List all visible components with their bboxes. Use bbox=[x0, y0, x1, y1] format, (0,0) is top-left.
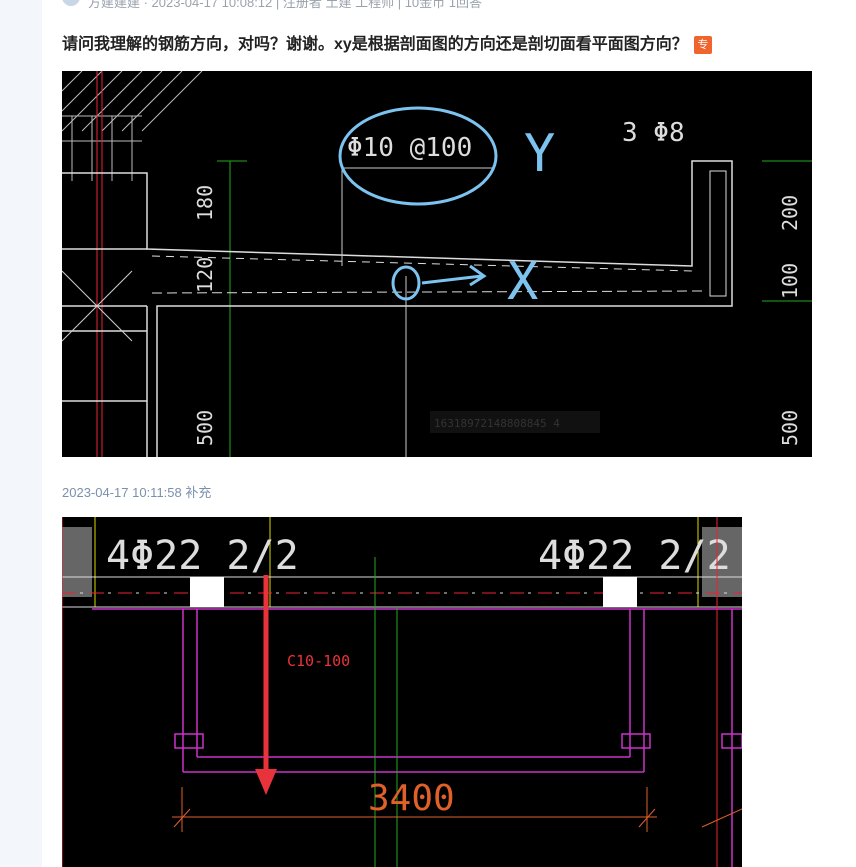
cad-drawing-2: 4Φ22 2/2 4Φ22 2/2 3400 bbox=[62, 517, 742, 867]
column-right bbox=[702, 527, 742, 597]
bars-left-label: 4Φ22 2/2 bbox=[106, 533, 299, 579]
dimension-line bbox=[172, 787, 742, 832]
supplement-timestamp: 2023-04-17 10:11:58 bbox=[62, 485, 182, 500]
bars-right-label: 4Φ22 2/2 bbox=[538, 533, 731, 579]
spacing-annotation: C10-100 bbox=[287, 652, 350, 670]
dim-500-right: 500 bbox=[778, 410, 802, 446]
magenta-frame bbox=[92, 608, 742, 867]
column-left bbox=[62, 527, 92, 597]
x-axis-label: X bbox=[507, 252, 538, 312]
cad-image-section[interactable]: 16318972148808845 4 180 120 500 200 100 … bbox=[61, 70, 812, 457]
spacing-label: Φ10 @100 bbox=[347, 133, 472, 163]
top-bar-label: 3 Φ8 bbox=[622, 118, 685, 148]
dim-120: 120 bbox=[193, 257, 217, 293]
arrow-icon bbox=[421, 264, 487, 287]
hatch-area bbox=[61, 70, 203, 181]
supplement-label: 补充 bbox=[185, 485, 212, 500]
cad-drawing-1: 16318972148808845 4 180 120 500 200 100 … bbox=[61, 70, 812, 457]
annotation-small-circle bbox=[391, 265, 421, 301]
dim-200: 200 bbox=[778, 195, 802, 231]
opening-right bbox=[603, 577, 637, 607]
annotation-circle bbox=[338, 106, 498, 206]
avatar[interactable] bbox=[62, 0, 80, 6]
watermark-text: 16318972148808845 4 bbox=[434, 417, 560, 430]
y-axis-label: Y bbox=[524, 124, 555, 184]
opening-left bbox=[190, 577, 224, 607]
expert-badge: 专 bbox=[693, 35, 712, 54]
supplement-line: 2023-04-17 10:11:58 补充 bbox=[62, 482, 211, 501]
dim-500-left: 500 bbox=[193, 410, 217, 446]
dim-100: 100 bbox=[778, 263, 802, 299]
cad-image-plan[interactable]: 4Φ22 2/2 4Φ22 2/2 3400 bbox=[62, 517, 742, 867]
red-arrow-icon bbox=[255, 769, 277, 795]
question-text: 请问我理解的钢筋方向，对吗？谢谢。xy是根据剖面图的方向还是剖切面看平面图方向？ bbox=[62, 36, 688, 53]
post-meta: 方建建建 · 2023-04-17 10:08:12 | 注册者 土建 工程师 … bbox=[62, 0, 482, 10]
meta-text: 方建建建 · 2023-04-17 10:08:12 | 注册者 土建 工程师 … bbox=[88, 0, 482, 10]
beam-outline bbox=[62, 160, 733, 457]
cross-mark bbox=[61, 270, 133, 342]
question-title: 请问我理解的钢筋方向，对吗？谢谢。xy是根据剖面图的方向还是剖切面看平面图方向？… bbox=[62, 30, 712, 54]
dimension-label: 3400 bbox=[368, 778, 455, 819]
dim-180: 180 bbox=[193, 185, 217, 221]
